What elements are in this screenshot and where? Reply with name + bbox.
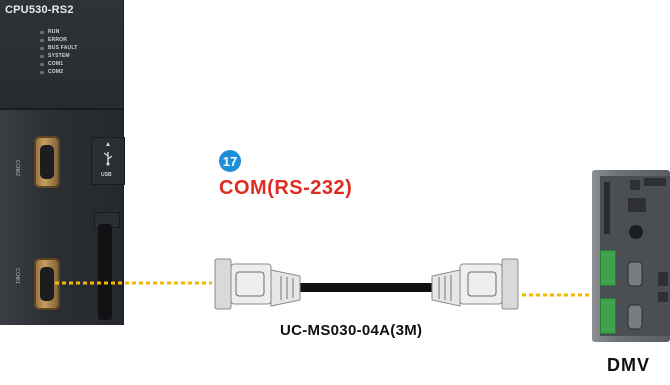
led-indicator (40, 38, 44, 42)
com1-port-socket (40, 267, 54, 301)
step-number-badge: 17 (219, 150, 241, 172)
memory-card-slot (98, 224, 112, 320)
dmv-port (658, 272, 668, 286)
plc-model-label: CPU530-RS2 (5, 4, 74, 16)
led-indicator (40, 54, 44, 58)
led-indicator (40, 30, 44, 34)
led-indicator (40, 46, 44, 50)
dmv-port (658, 292, 668, 302)
dmv-ethernet-port (628, 198, 646, 212)
dmv-port (644, 178, 666, 186)
led-list: RUN ERROR BUS FAULT SYSTEM COM1 COM2 (40, 28, 77, 76)
com2-port-label: COM2 (14, 160, 20, 177)
led-label: RUN (48, 29, 60, 35)
led-row: COM2 (40, 68, 77, 76)
cable-model-label: UC-MS030-04A(3M) (280, 322, 423, 339)
led-indicator (40, 70, 44, 74)
dmv-db9-port (627, 261, 643, 287)
com2-port-socket (40, 145, 54, 179)
led-label: COM1 (48, 61, 64, 67)
usb-port-label: USB (101, 172, 112, 178)
plc-status-panel: CPU530-RS2 RUN ERROR BUS FAULT SYSTEM CO… (0, 0, 123, 110)
dmv-round-connector (629, 225, 643, 239)
cable-body (300, 283, 432, 292)
device-name-label: DMV (607, 355, 650, 375)
led-row: BUS FAULT (40, 44, 77, 52)
com1-port-label: COM1 (14, 268, 20, 285)
terminal-block (600, 298, 616, 334)
dmv-db9-port (627, 304, 643, 330)
led-row: SYSTEM (40, 52, 77, 60)
connection-title: COM(RS-232) (219, 177, 353, 199)
dmv-slot (604, 182, 610, 234)
terminal-block (600, 250, 616, 286)
usb-port-panel (91, 137, 125, 185)
led-label: ERROR (48, 37, 68, 43)
cable-connector-right (431, 258, 519, 310)
led-indicator (40, 62, 44, 66)
led-label: COM2 (48, 69, 64, 75)
led-row: RUN (40, 28, 77, 36)
led-row: COM1 (40, 60, 77, 68)
usb-icon (103, 142, 113, 166)
led-label: BUS FAULT (48, 45, 78, 51)
led-label: SYSTEM (48, 53, 70, 59)
dmv-port (630, 180, 640, 190)
com2-port (34, 136, 60, 188)
cable-connector-left (214, 258, 301, 310)
led-row: ERROR (40, 36, 77, 44)
